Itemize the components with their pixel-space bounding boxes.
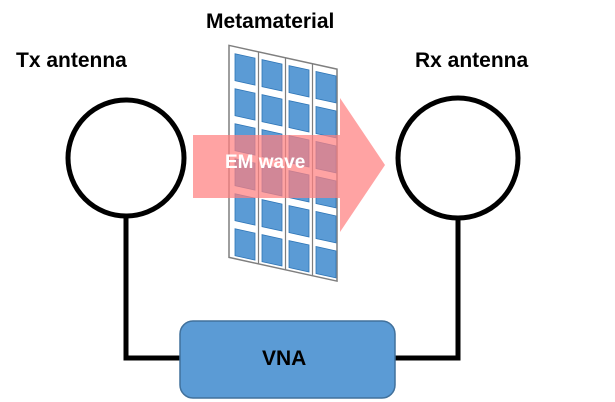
vna-box xyxy=(179,320,396,399)
rx-antenna-label: Rx antenna xyxy=(415,49,529,72)
tx-wire xyxy=(123,218,180,361)
metamaterial-unit-cell xyxy=(288,205,310,238)
metamaterial-unit-cell xyxy=(234,53,256,86)
metamaterial-label: Metamaterial xyxy=(206,10,335,33)
metamaterial-unit-cell xyxy=(234,193,256,226)
metamaterial-unit-cell xyxy=(315,71,337,104)
metamaterial-unit-cell xyxy=(234,88,256,121)
metamaterial-unit-cell xyxy=(261,94,283,127)
em-wave-label: EM wave xyxy=(225,152,306,173)
rx-wire xyxy=(395,218,461,361)
em-wave-arrow xyxy=(193,98,385,232)
metamaterial-unit-cell xyxy=(288,100,310,133)
metamaterial-unit-cell xyxy=(261,59,283,92)
metamaterial-unit-cell xyxy=(315,211,337,244)
rx-antenna-loop xyxy=(395,95,521,221)
metamaterial-unit-cell xyxy=(261,234,283,267)
metamaterial-unit-cell xyxy=(234,228,256,261)
metamaterial-unit-cell xyxy=(261,199,283,232)
tx-antenna-loop xyxy=(65,97,187,219)
metamaterial-unit-cell xyxy=(315,246,337,279)
vna-label: VNA xyxy=(262,347,307,370)
metamaterial-unit-cell xyxy=(288,65,310,98)
metamaterial-unit-cell xyxy=(315,106,337,139)
metamaterial-unit-cell xyxy=(288,240,310,273)
tx-antenna-label: Tx antenna xyxy=(16,49,127,72)
